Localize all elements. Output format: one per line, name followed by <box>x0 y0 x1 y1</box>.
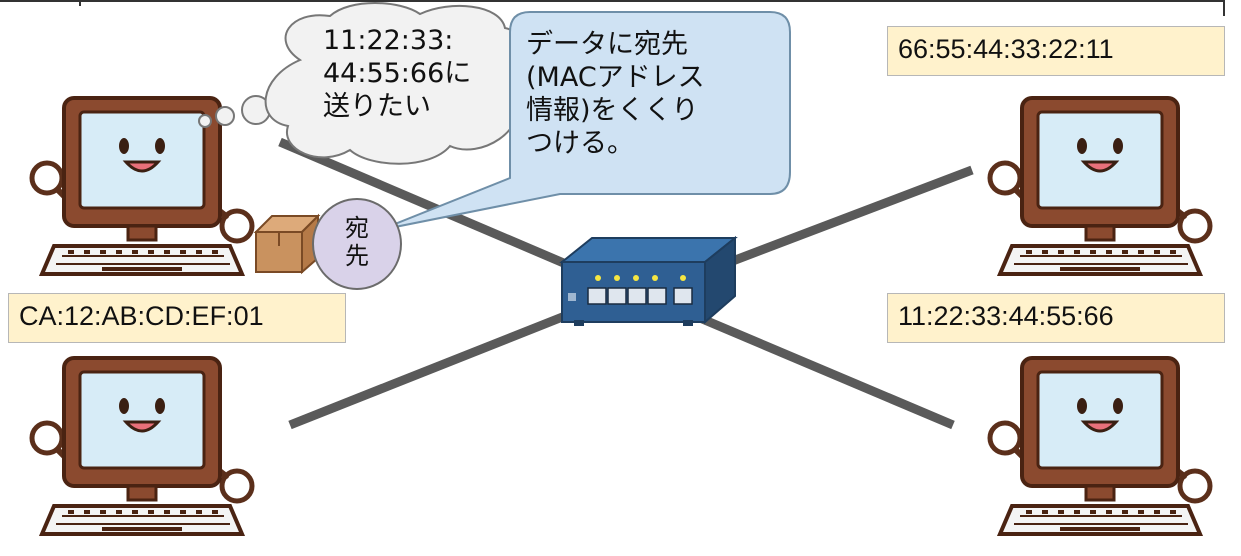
tag-char-1: 宛 <box>345 214 369 242</box>
thought-bubble-text: 11:22:33: 44:55:66に 送りたい <box>323 24 471 123</box>
address-label-sender: CA:12:AB:CD:EF:01 <box>8 293 346 343</box>
speech-line-3: 情報)をくくり <box>526 95 699 126</box>
switch-ports <box>587 287 693 305</box>
address-tag-text: 宛 先 <box>337 214 377 270</box>
cable-top-left <box>278 137 582 275</box>
computer-bottom-left <box>32 358 252 534</box>
network-switch <box>559 235 738 326</box>
tag-char-2: 先 <box>345 242 369 270</box>
speech-line-4: つける。 <box>526 128 634 159</box>
speech-line-2: (MACアドレス <box>526 62 705 93</box>
cable-top-right <box>728 165 974 267</box>
speech-line-1: データに宛先 <box>526 29 688 60</box>
address-label-bottom-right: 11:22:33:44:55:66 <box>887 293 1225 343</box>
switch-leds <box>595 275 686 281</box>
cable-bottom-right <box>698 313 955 430</box>
speech-bubble-text: データに宛先 (MACアドレス 情報)をくくり つける。 <box>526 28 705 160</box>
thought-line-2: 44:55:66に <box>323 58 472 89</box>
thought-line-1: 11:22:33: <box>323 25 454 56</box>
address-label-top-right: 66:55:44:33:22:11 <box>887 26 1225 76</box>
thought-line-3: 送りたい <box>323 91 431 122</box>
computer-top-right <box>990 98 1210 274</box>
address-tag <box>312 198 402 290</box>
cables <box>278 137 974 430</box>
speech-bubble <box>379 11 791 231</box>
computer-bottom-right <box>990 358 1210 534</box>
package-box <box>253 213 321 275</box>
cable-bottom-left <box>288 305 582 430</box>
thought-bubble <box>198 2 534 165</box>
computer-sender <box>32 98 252 274</box>
